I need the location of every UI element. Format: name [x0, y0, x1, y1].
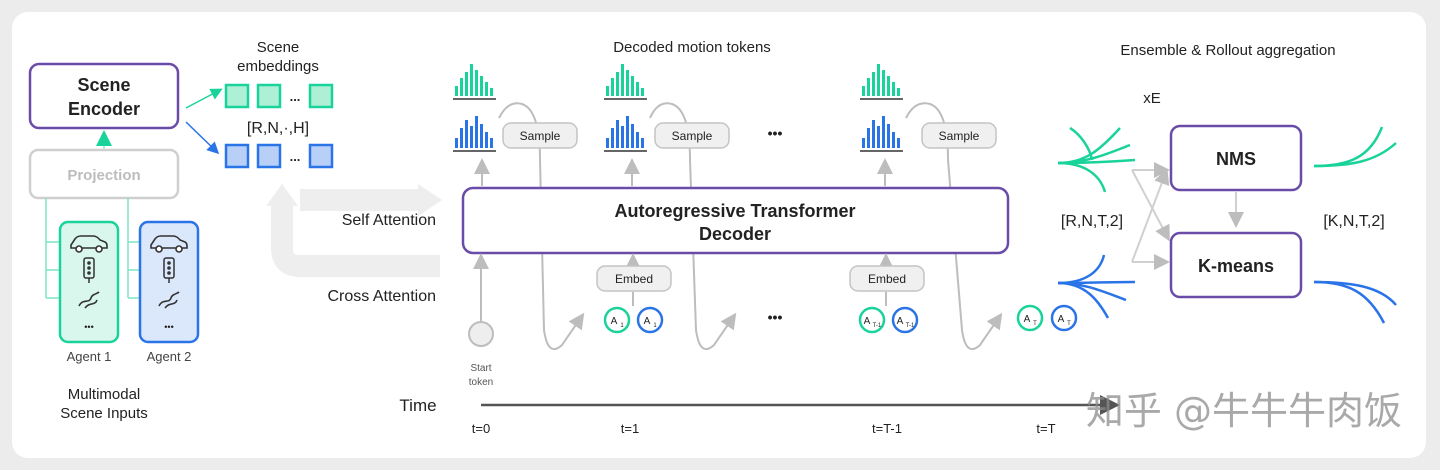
scene-encoder-title-1: Scene	[77, 75, 130, 95]
embed-label-2: Embed	[868, 272, 906, 286]
input-trajectories-blue	[1057, 254, 1136, 319]
attention-arrows: Self Attention Cross Attention	[266, 184, 442, 305]
embeddings-shape: [R,N,·,H]	[247, 120, 309, 137]
token-a: A	[864, 316, 871, 327]
start-token-label-2: token	[469, 377, 493, 388]
tick-t1: t=1	[621, 421, 639, 436]
watermark: 知乎 @牛牛牛肉饭	[1086, 389, 1402, 433]
embed-button-1: Embed	[596, 265, 672, 292]
distribution-blue-3	[859, 115, 904, 152]
token-a: A	[611, 316, 618, 327]
time-axis: Time t=0 t=1 t=T-1 t=T	[399, 395, 1120, 436]
ensemble-count: xE	[1143, 90, 1161, 107]
input-trajectories-green	[1057, 126, 1136, 193]
action-token-blue-1: A 1	[636, 306, 664, 334]
distribution-blue-2	[603, 115, 648, 152]
aggregation-title: Ensemble & Rollout aggregation	[1120, 42, 1335, 59]
distribution-blue-1	[452, 115, 497, 152]
token-a: A	[644, 316, 651, 327]
action-token-green-1: A 1	[603, 306, 631, 334]
sample-label-1: Sample	[520, 129, 561, 143]
token-sub: 1	[620, 323, 624, 329]
start-token-label-1: Start	[470, 363, 491, 374]
start-token-circle	[468, 321, 494, 347]
decoder-title-1: Autoregressive Transformer	[614, 201, 855, 221]
agent-2-ellipsis: •••	[164, 322, 173, 332]
sample-label-2: Sample	[672, 129, 713, 143]
scene-encoder-box	[28, 62, 180, 130]
scene-inputs-caption-2: Scene Inputs	[60, 405, 148, 422]
token-sub: 1	[653, 323, 657, 329]
action-token-blue-t1: A T-1	[891, 306, 919, 334]
token-a: A	[1058, 314, 1065, 325]
kmeans-box	[1169, 231, 1303, 299]
action-token-blue-t: A T	[1050, 304, 1078, 332]
embed-button-2: Embed	[849, 265, 925, 292]
agent-1-label: Agent 1	[67, 349, 112, 364]
nms-label: NMS	[1216, 149, 1256, 169]
embeddings-label-1: Scene	[257, 39, 300, 56]
tick-tT-1: t=T-1	[872, 421, 902, 436]
token-sub: T	[1033, 321, 1037, 327]
embeddings-ellipsis-blue: ...	[290, 149, 301, 164]
sample-label-3: Sample	[939, 129, 980, 143]
kmeans-label: K-means	[1198, 256, 1274, 276]
scene-embeddings-section: Scene embeddings ... [R,N,·,H] ...	[185, 39, 334, 169]
decoder-title-2: Decoder	[699, 224, 771, 244]
token-sub: T	[1067, 321, 1071, 327]
token-a: A	[897, 316, 904, 327]
projection-label: Projection	[67, 167, 140, 184]
decoded-tokens-title: Decoded motion tokens	[613, 39, 771, 56]
embeddings-label-2: embeddings	[237, 58, 319, 75]
sample-button-3: Sample	[921, 122, 997, 149]
aggregation-section: Ensemble & Rollout aggregation xE [R,N,T…	[1057, 42, 1397, 324]
token-sub: T-1	[906, 323, 915, 329]
input-shape: [R,N,T,2]	[1061, 213, 1123, 230]
projection-box	[28, 148, 180, 200]
embeddings-ellipsis-green: ...	[290, 89, 301, 104]
sample-button-2: Sample	[654, 122, 730, 149]
agent-2-label: Agent 2	[147, 349, 192, 364]
scene-encoder-title-2: Encoder	[68, 99, 140, 119]
tick-tT: t=T	[1036, 421, 1055, 436]
embed-label-1: Embed	[615, 272, 653, 286]
tick-t0: t=0	[472, 421, 490, 436]
sample-button-1: Sample	[502, 122, 578, 149]
output-trajectories-green	[1313, 126, 1397, 168]
token-sub: T-1	[873, 323, 882, 329]
output-trajectories-blue	[1313, 280, 1397, 324]
action-token-green-t1: A T-1	[858, 306, 886, 334]
time-label: Time	[399, 396, 436, 415]
distribution-green-1	[452, 63, 497, 100]
decoder-ellipsis-top: •••	[768, 125, 783, 141]
output-shape: [K,N,T,2]	[1323, 213, 1384, 230]
cross-attention-label: Cross Attention	[328, 288, 437, 305]
scene-inputs-caption-1: Multimodal	[68, 386, 141, 403]
distribution-green-3	[859, 63, 904, 100]
action-token-green-t: A T	[1016, 304, 1044, 332]
agent-1-ellipsis: •••	[84, 322, 93, 332]
decoder-ellipsis-bottom: •••	[768, 309, 783, 325]
decoder-section: Decoded motion tokens Sample Sample	[452, 39, 1078, 388]
self-attention-label: Self Attention	[342, 212, 436, 229]
token-a: A	[1024, 314, 1031, 325]
nms-box	[1169, 124, 1303, 192]
scene-encoder-section: Scene Encoder Projection ••• ••• Agent 1…	[28, 62, 200, 422]
distribution-green-2	[603, 63, 648, 100]
transformer-decoder-box	[461, 186, 1010, 255]
